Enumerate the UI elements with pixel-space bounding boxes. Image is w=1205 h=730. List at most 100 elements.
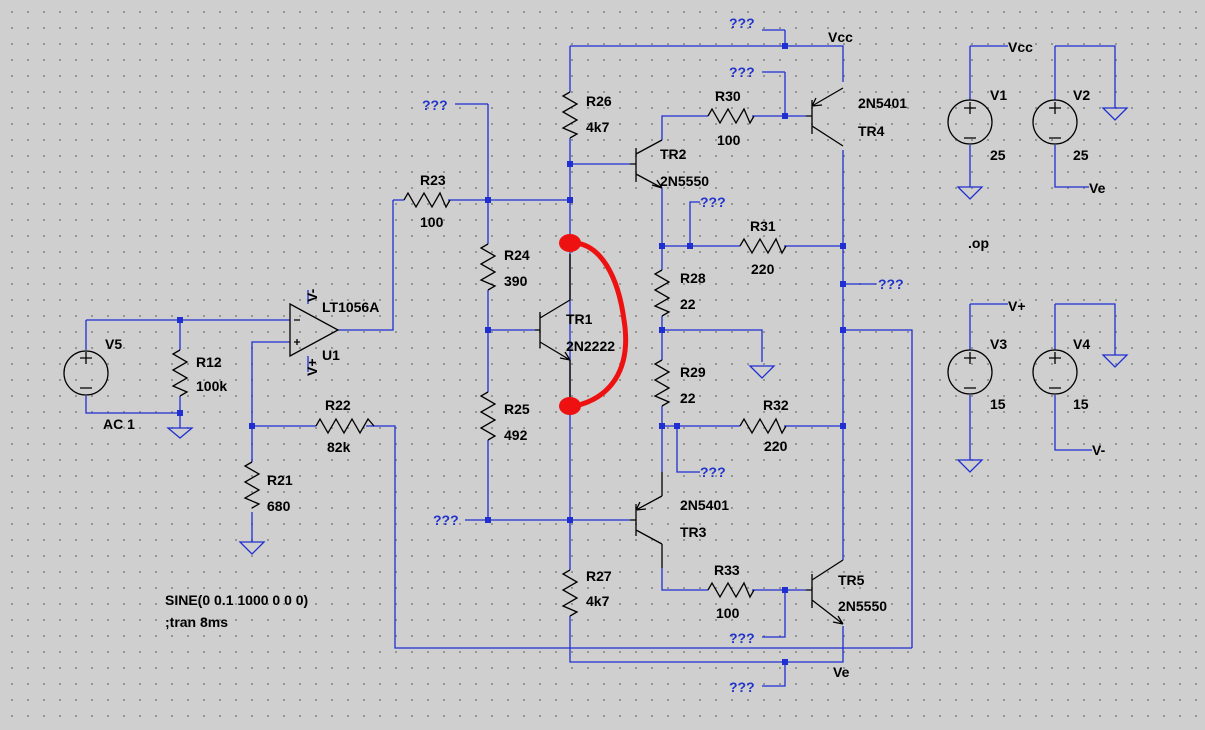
- r29-value[interactable]: 22: [680, 390, 696, 406]
- net-labels: ??? ??? ??? ??? ??? ??? ??? ??? ??? Vcc …: [422, 15, 1106, 695]
- v5-name[interactable]: V5: [105, 336, 122, 352]
- tr5-name[interactable]: TR5: [838, 572, 865, 588]
- net-label-unnamed[interactable]: ???: [433, 512, 459, 528]
- op-directive[interactable]: .op: [968, 235, 989, 251]
- r33-name[interactable]: R33: [714, 562, 740, 578]
- r29-name[interactable]: R29: [680, 364, 706, 380]
- v5-value[interactable]: AC 1: [103, 416, 135, 432]
- tr1-symbol: [535, 299, 571, 361]
- tr2-model[interactable]: 2N5550: [660, 173, 709, 189]
- r23-value[interactable]: 100: [420, 214, 444, 230]
- u1-model[interactable]: LT1056A: [322, 299, 379, 315]
- tr4-symbol: [806, 87, 844, 147]
- net-label-ve[interactable]: Ve: [833, 664, 850, 680]
- v2-source: [1032, 99, 1078, 145]
- ground-icon: [956, 186, 984, 200]
- r32-body: [739, 417, 787, 435]
- net-label-vminus[interactable]: V-: [1092, 442, 1106, 458]
- v2-value[interactable]: 25: [1073, 147, 1089, 163]
- r22-value[interactable]: 82k: [327, 439, 351, 455]
- r25-name[interactable]: R25: [504, 401, 530, 417]
- tr1-model[interactable]: 2N2222: [566, 338, 615, 354]
- r21-name[interactable]: R21: [267, 472, 293, 488]
- r31-name[interactable]: R31: [750, 218, 776, 234]
- r26-value[interactable]: 4k7: [586, 119, 610, 135]
- tr5-model[interactable]: 2N5550: [838, 598, 887, 614]
- ground-icon: [166, 427, 194, 439]
- net-label-unnamed[interactable]: ???: [422, 97, 448, 113]
- voltage-sources: [63, 99, 1078, 396]
- r30-value[interactable]: 100: [717, 132, 741, 148]
- transistors: [535, 87, 844, 625]
- net-label-unnamed[interactable]: ???: [729, 64, 755, 80]
- v4-value[interactable]: 15: [1073, 396, 1089, 412]
- tran-directive[interactable]: ;tran 8ms: [165, 614, 228, 630]
- net-label-unnamed[interactable]: ???: [700, 464, 726, 480]
- r21-body: [243, 461, 261, 509]
- r28-body: [653, 269, 671, 317]
- junctions: [177, 43, 846, 665]
- r24-value[interactable]: 390: [504, 273, 528, 289]
- net-label-vcc[interactable]: Vcc: [828, 29, 853, 45]
- r21-value[interactable]: 680: [267, 498, 291, 514]
- resistors: [171, 91, 787, 617]
- r25-value[interactable]: 492: [504, 427, 528, 443]
- ground-icon: [238, 541, 266, 555]
- r27-body: [561, 569, 579, 617]
- net-label-unnamed[interactable]: ???: [700, 194, 726, 210]
- r12-value[interactable]: 100k: [196, 378, 227, 394]
- r24-name[interactable]: R24: [504, 247, 530, 263]
- tr2-name[interactable]: TR2: [660, 146, 687, 162]
- r12-body: [171, 349, 189, 397]
- component-labels: V1 25 V2 25 V3 15 V4 15 V5 AC 1 R12 100k…: [103, 87, 1090, 621]
- net-label-unnamed[interactable]: ???: [729, 15, 755, 31]
- v1-name[interactable]: V1: [990, 87, 1007, 103]
- r31-value[interactable]: 220: [751, 261, 775, 277]
- r33-value[interactable]: 100: [716, 605, 740, 621]
- net-label-vplus[interactable]: V+: [1008, 298, 1026, 314]
- u1-name[interactable]: U1: [322, 347, 340, 363]
- tr3-name[interactable]: TR3: [680, 524, 707, 540]
- v1-source: [947, 99, 993, 145]
- net-label-ve[interactable]: Ve: [1089, 180, 1106, 196]
- spice-directives: SINE(0 0.1 1000 0 0 0) ;tran 8ms .op: [165, 235, 989, 630]
- tr4-model[interactable]: 2N5401: [858, 95, 907, 111]
- v3-name[interactable]: V3: [990, 336, 1007, 352]
- tr2-symbol: [630, 139, 663, 189]
- r26-name[interactable]: R26: [586, 93, 612, 109]
- r12-name[interactable]: R12: [196, 354, 222, 370]
- r27-value[interactable]: 4k7: [586, 593, 610, 609]
- r32-name[interactable]: R32: [763, 397, 789, 413]
- v1-value[interactable]: 25: [990, 147, 1006, 163]
- v4-name[interactable]: V4: [1073, 336, 1090, 352]
- r28-name[interactable]: R28: [680, 270, 706, 286]
- u1-pin-vminus: V-: [304, 288, 320, 302]
- net-label-vcc[interactable]: Vcc: [1008, 39, 1033, 55]
- tr1-name[interactable]: TR1: [566, 311, 593, 327]
- v2-name[interactable]: V2: [1073, 87, 1090, 103]
- net-label-unnamed[interactable]: ???: [729, 679, 755, 695]
- r27-name[interactable]: R27: [586, 568, 612, 584]
- r22-body: [315, 417, 375, 435]
- net-label-unnamed[interactable]: ???: [729, 630, 755, 646]
- v3-source: [947, 349, 993, 395]
- v4-source: [1032, 349, 1078, 395]
- r33-body: [707, 581, 755, 599]
- r24-body: [479, 243, 497, 291]
- r22-name[interactable]: R22: [325, 397, 351, 413]
- source-directive[interactable]: SINE(0 0.1 1000 0 0 0): [165, 592, 308, 608]
- r23-name[interactable]: R23: [420, 172, 446, 188]
- r30-name[interactable]: R30: [715, 88, 741, 104]
- tr3-model[interactable]: 2N5401: [680, 497, 729, 513]
- v3-value[interactable]: 15: [990, 396, 1006, 412]
- ground-icon: [748, 365, 776, 379]
- r32-value[interactable]: 220: [764, 438, 788, 454]
- red-annotation: [559, 234, 629, 415]
- r31-body: [739, 237, 787, 255]
- net-label-unnamed[interactable]: ???: [878, 276, 904, 292]
- wires: [85, 29, 1116, 687]
- tr4-name[interactable]: TR4: [858, 123, 885, 139]
- r28-value[interactable]: 22: [680, 296, 696, 312]
- grounds: [166, 107, 1129, 555]
